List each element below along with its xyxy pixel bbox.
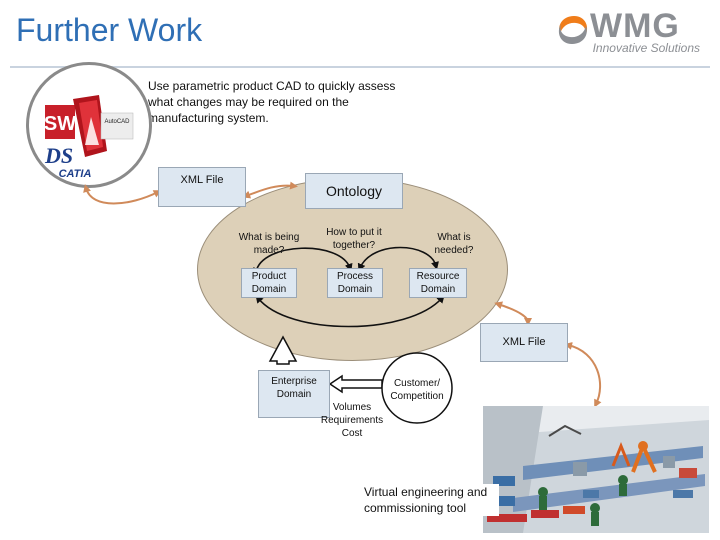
ds-logo-text: DS	[44, 143, 73, 168]
customer-arrow	[328, 374, 383, 394]
autocad-logo-text: AutoCAD	[104, 119, 130, 125]
xml-to-tool-connector	[564, 342, 602, 408]
cost-label: Cost	[341, 428, 363, 439]
wmg-swirl-icon	[558, 16, 588, 44]
product-domain-label: Product Domain	[251, 271, 287, 295]
enterprise-double-arrow	[268, 335, 298, 365]
requirements-label: Requirements	[320, 415, 384, 426]
solidworks-logo-text: SW	[44, 113, 76, 135]
title-divider	[10, 66, 710, 68]
customer-competition-label: Customer/ Competition	[390, 378, 444, 402]
question-what-made: What is being made?	[238, 232, 300, 256]
product-process-arc-top	[252, 247, 353, 276]
wmg-logo-text: WMG	[590, 7, 680, 45]
catia-logo-icon: DS CATIA	[44, 143, 92, 180]
wmg-logo	[552, 8, 712, 58]
volumes-label: Volumes	[332, 402, 372, 413]
cad-logos-circle: SW AutoCAD DS CATIA	[26, 62, 152, 188]
wmg-logo-subtitle: Innovative Solutions	[592, 41, 700, 55]
catia-logo-text: CATIA	[59, 168, 92, 180]
autocad-logo-icon: AutoCAD	[73, 95, 134, 157]
xml-file-label: XML File	[502, 336, 546, 348]
factory-simulation-image	[483, 406, 709, 533]
resource-domain-label: Resource Domain	[416, 271, 460, 295]
virtual-tool-caption: Virtual engineering and commissioning to…	[363, 484, 499, 516]
question-how-together: How to put it together?	[326, 227, 382, 251]
process-domain-label: Process Domain	[336, 271, 374, 295]
ontology-box: Ontology	[305, 173, 403, 209]
enterprise-domain-box: Enterprise Domain	[258, 370, 330, 418]
ontology-label: Ontology	[325, 182, 383, 199]
enterprise-domain-label: Enterprise Domain	[271, 376, 317, 400]
product-resource-arc-bottom	[255, 294, 445, 328]
xml-file-label: XML File	[180, 174, 224, 186]
question-what-needed: What is needed?	[434, 232, 474, 256]
slide-title: Further Work	[16, 12, 203, 48]
solidworks-logo-icon: SW	[44, 105, 76, 139]
xml-file-box-top: XML File	[158, 167, 246, 207]
xml-to-ontology-connector	[242, 181, 298, 199]
resource-domain-box: Resource Domain	[409, 268, 467, 298]
xml-file-box-right: XML File	[480, 323, 568, 362]
cad-to-xml-connector	[83, 184, 162, 205]
virtual-tool-text: Virtual engineering and commissioning to…	[364, 485, 488, 515]
product-domain-box: Product Domain	[241, 268, 297, 298]
process-domain-box: Process Domain	[327, 268, 383, 298]
ontology-to-xml-connector	[494, 301, 532, 326]
intro-text: Use parametric product CAD to quickly as…	[148, 79, 396, 125]
process-resource-arc-top	[357, 246, 439, 272]
